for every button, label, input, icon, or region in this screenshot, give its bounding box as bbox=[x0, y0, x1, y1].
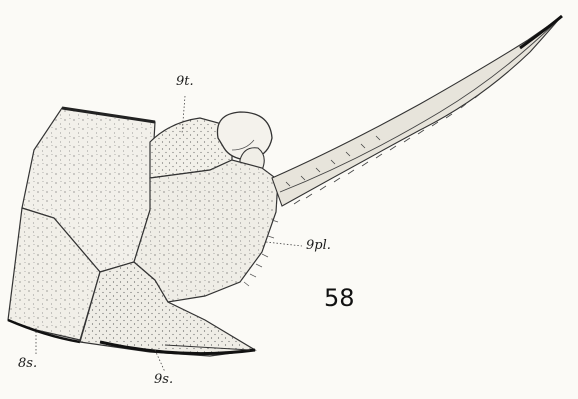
label-9pl: 9pl. bbox=[306, 238, 331, 253]
label-9t: 9t. bbox=[176, 74, 194, 89]
label-9s: 9s. bbox=[154, 372, 173, 387]
figure-number: 58 bbox=[324, 284, 355, 312]
ovipositor bbox=[272, 18, 560, 206]
leader-9pl bbox=[266, 242, 302, 246]
label-8s: 8s. bbox=[18, 356, 37, 371]
